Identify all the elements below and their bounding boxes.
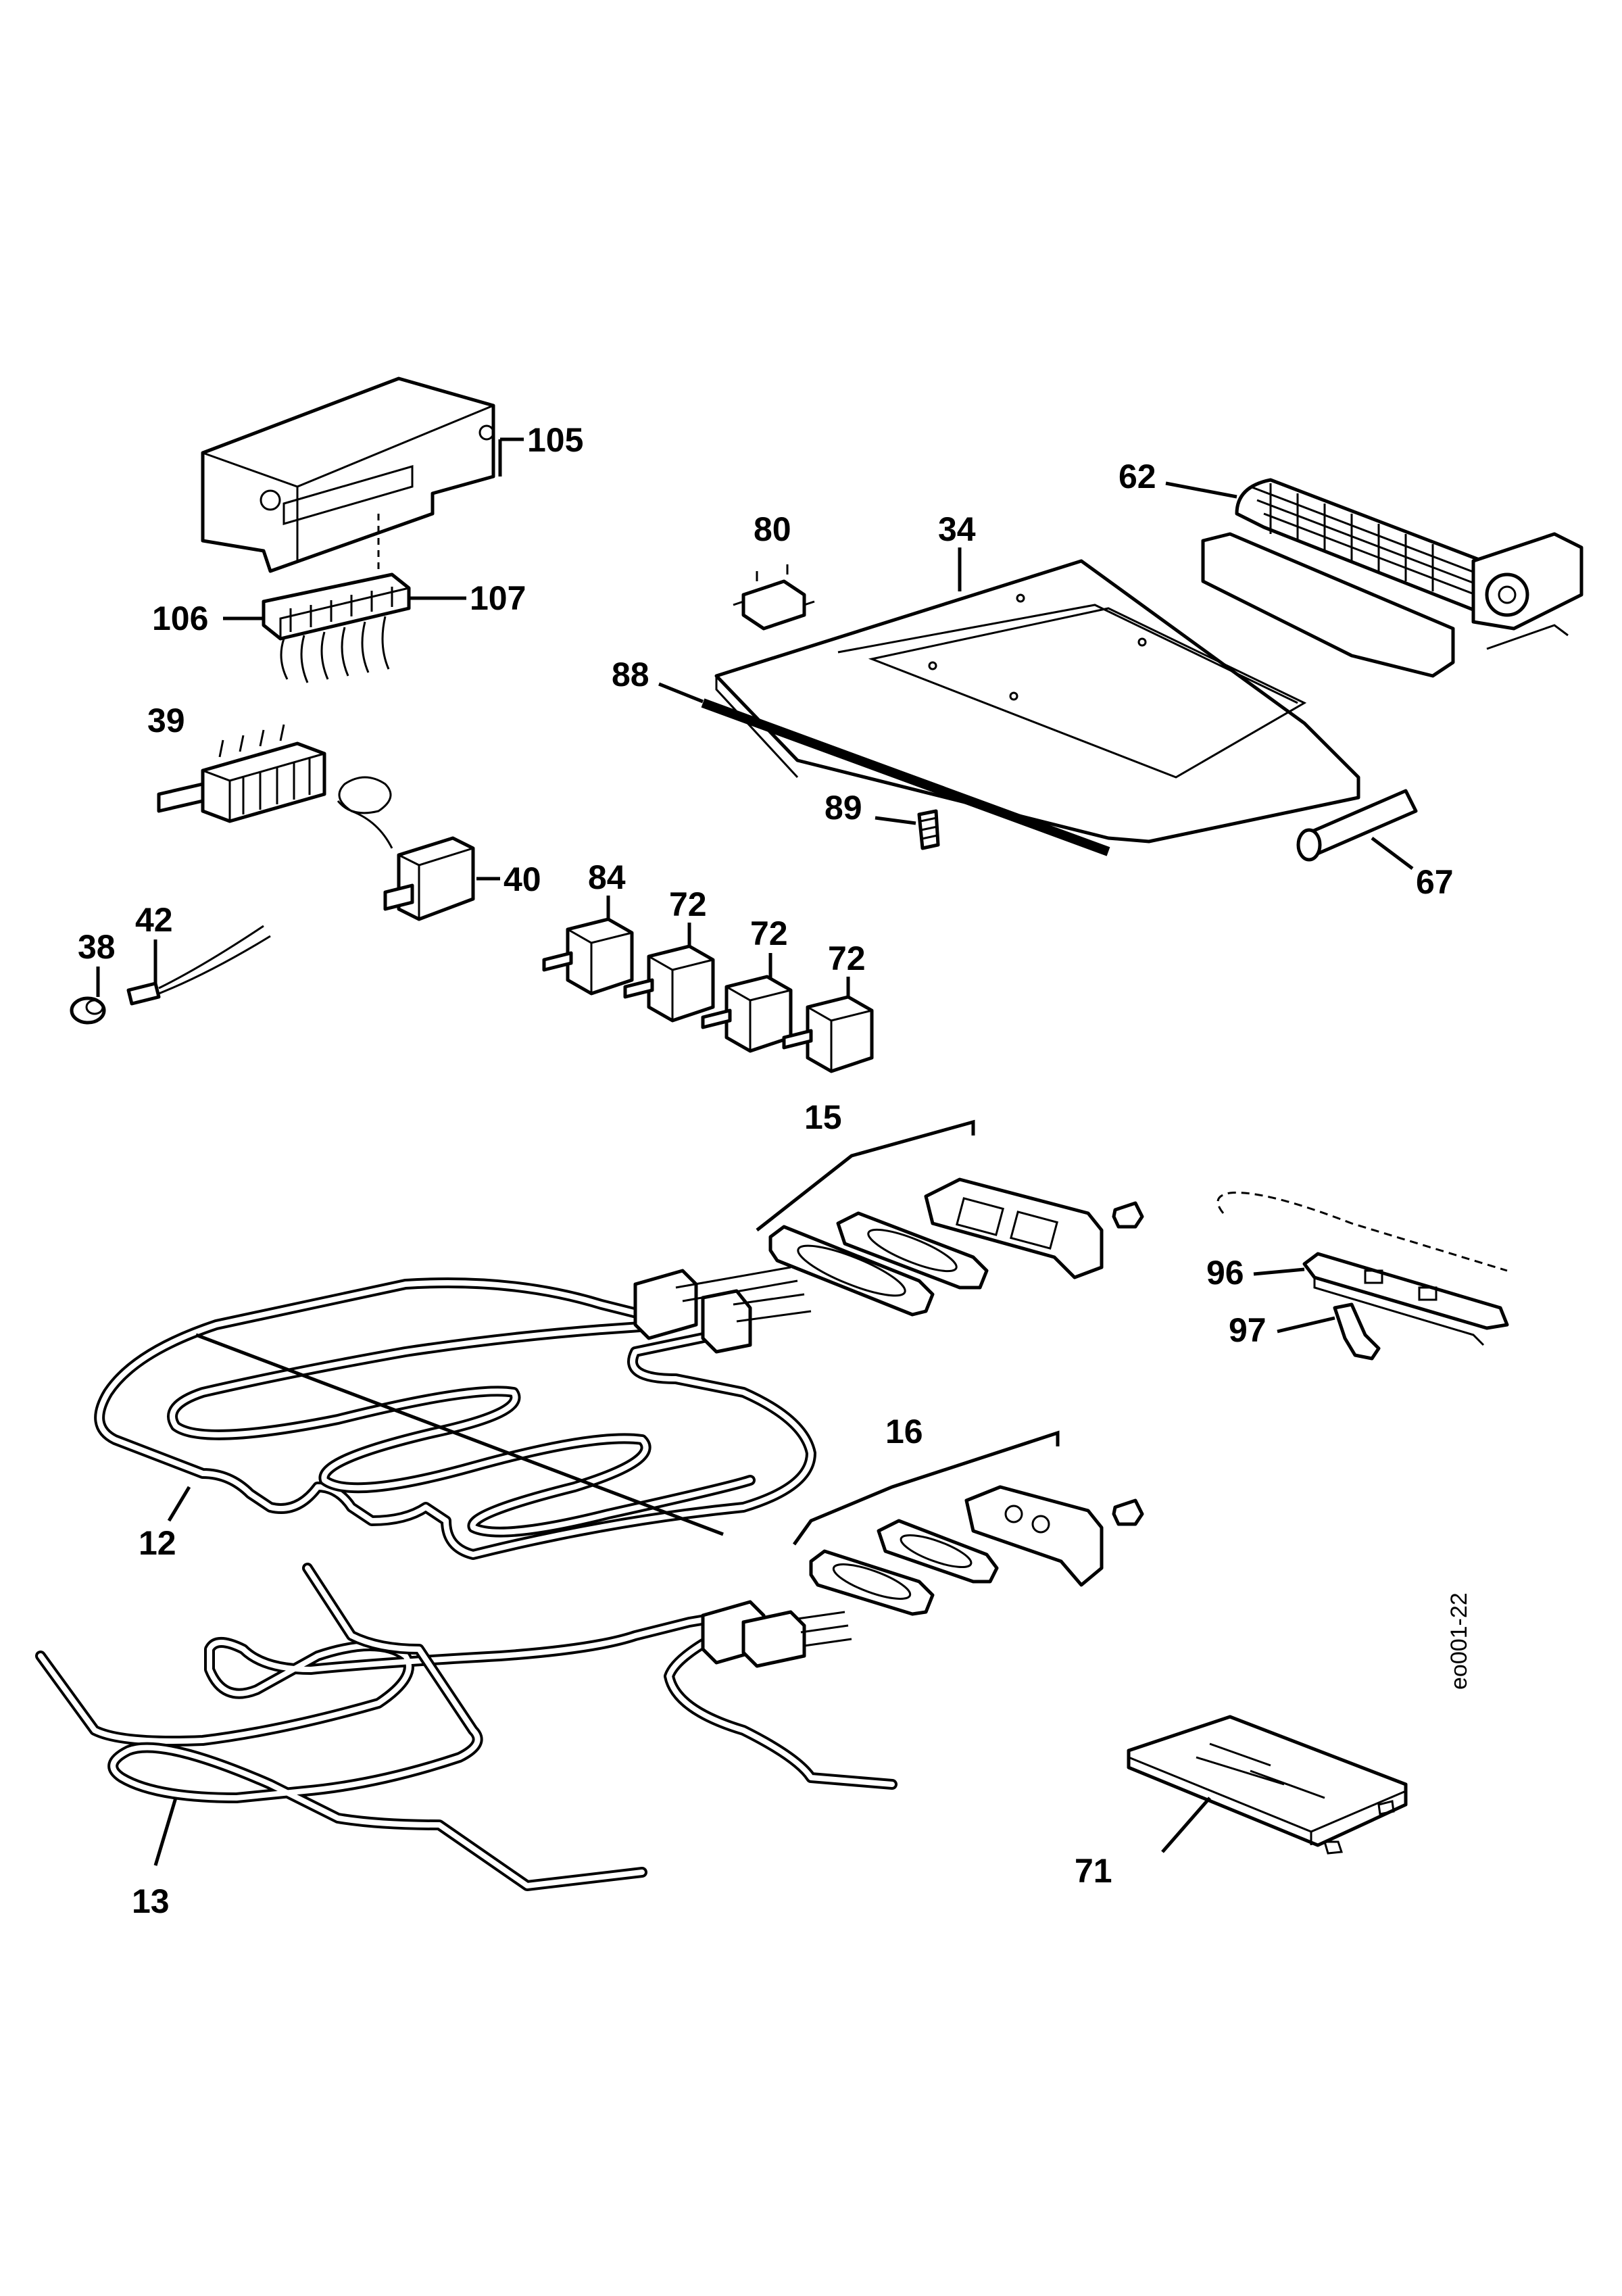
part-72-switch-a [623,944,715,1023]
part-84-switch [542,917,634,996]
part-72-switch-c [782,995,874,1073]
leader-67 [1371,837,1414,870]
leader-71 [1161,1797,1211,1853]
bracket-16 [792,1430,1060,1546]
part-13-lower-element [35,1563,898,1891]
drawing-code: eo001-22 [1446,1592,1472,1690]
label-72a: 72 [669,885,707,923]
part-105-bracket [201,376,495,573]
part-89-screw [917,809,940,850]
label-34: 34 [938,510,976,548]
label-88: 88 [612,656,649,693]
part-106-107-terminal-block [262,514,411,683]
part-67-tube [1296,789,1418,862]
label-67: 67 [1416,863,1454,901]
label-39: 39 [147,702,185,739]
part-15-gasket-set [768,1177,1144,1317]
label-72c: 72 [828,939,866,977]
part-40-thermostat [337,776,475,921]
leader-89 [875,816,916,825]
leader-62 [1165,481,1237,499]
leader-96 [1253,1267,1305,1276]
part-12-grill-element [94,1266,816,1560]
part-62-tangential-fan [1201,478,1583,678]
part-71-cover-box [1127,1715,1408,1855]
part-80-door-switch [733,564,815,631]
label-71: 71 [1075,1852,1112,1890]
label-15: 15 [804,1098,842,1136]
label-89: 89 [825,789,862,827]
label-96: 96 [1206,1254,1244,1292]
part-88-seal-strip [701,698,1110,856]
bracket-15 [756,1119,975,1231]
label-42: 42 [135,901,173,939]
part-96-sensor-bracket [1216,1192,1509,1346]
label-84: 84 [588,858,626,896]
label-105: 105 [527,421,583,459]
label-16: 16 [885,1413,923,1450]
part-97-clip [1333,1302,1381,1361]
label-80: 80 [754,510,791,548]
label-106: 106 [152,600,208,637]
label-72b: 72 [750,914,788,952]
label-12: 12 [139,1524,176,1562]
label-107: 107 [470,579,526,617]
label-97: 97 [1229,1311,1267,1349]
leader-13 [153,1797,178,1866]
leader-88 [658,682,704,704]
leader-97 [1277,1316,1335,1334]
part-42-lamp [126,925,271,1006]
part-72-switch-b [701,975,793,1053]
label-38: 38 [78,928,116,966]
leader-12 [167,1486,191,1522]
part-38-lamp-cover [70,996,106,1025]
part-16-gasket-set [809,1485,1144,1616]
label-13: 13 [132,1882,170,1920]
part-39-selector-switch [157,724,326,823]
label-62: 62 [1119,458,1156,495]
label-40: 40 [503,860,541,898]
